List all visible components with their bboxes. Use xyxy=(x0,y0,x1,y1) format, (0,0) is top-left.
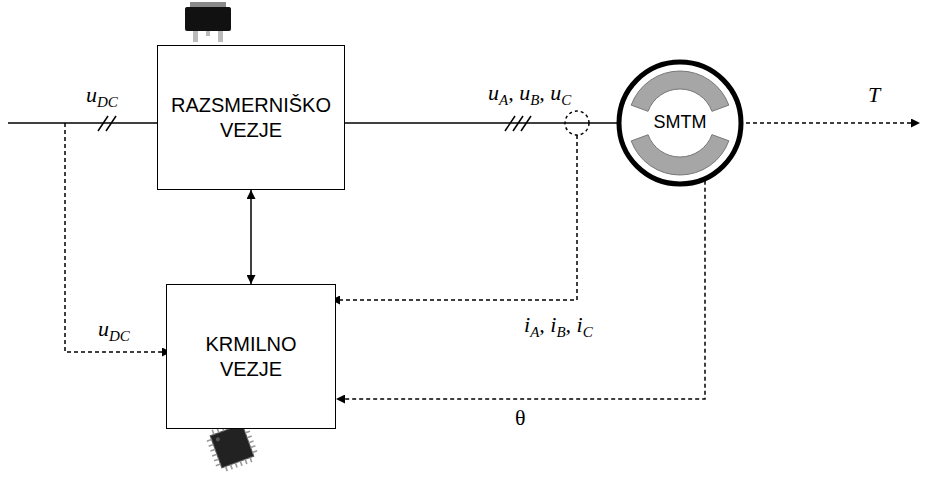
signal-name: uDC xyxy=(84,82,120,111)
torque-output-line xyxy=(746,122,920,124)
current-sense-line xyxy=(331,135,577,300)
motor-name: SMTM xyxy=(651,111,710,135)
block-title: KRMILNO VEZJE xyxy=(175,332,327,382)
torque-label: T xyxy=(866,82,882,108)
controller-box: KRMILNO VEZJE xyxy=(166,284,336,429)
edge-label: θ xyxy=(513,405,528,431)
block-title: RAZSMERNIŠKO VEZJE xyxy=(166,93,336,143)
power-connector xyxy=(345,122,617,124)
dc-input-wire xyxy=(8,122,171,124)
signal-name: uDC xyxy=(96,316,132,345)
signal-name: iA, iB, iC xyxy=(522,312,595,341)
transistor-icon xyxy=(185,2,231,42)
motor-circle: SMTM xyxy=(616,59,744,187)
position-feedback-line xyxy=(336,181,705,399)
power-connector xyxy=(250,190,252,284)
inverter-box: RAZSMERNIŠKO VEZJE xyxy=(157,45,345,190)
dc-voltage-sense-line xyxy=(65,123,171,352)
signal-name: uA, uB, uC xyxy=(486,80,573,109)
two-wire-mark xyxy=(98,116,116,131)
